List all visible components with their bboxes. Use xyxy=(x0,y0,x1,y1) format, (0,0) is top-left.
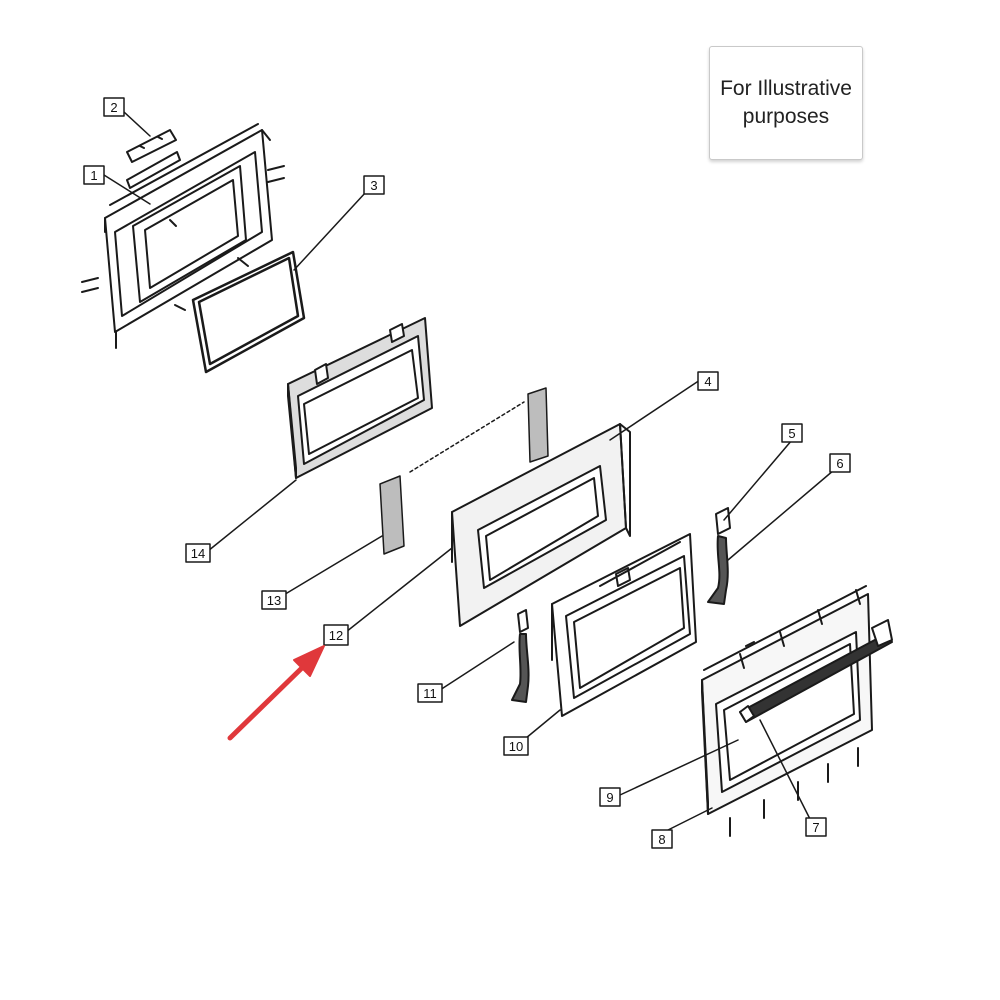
callout-12: 12 xyxy=(323,624,349,646)
callout-9-label: 9 xyxy=(606,790,613,805)
callout-11: 11 xyxy=(417,683,443,703)
callout-4-label: 4 xyxy=(704,374,711,389)
callout-10: 10 xyxy=(503,736,529,756)
part-14-glass-pack xyxy=(287,317,433,479)
callout-13-label: 13 xyxy=(267,593,281,608)
callout-2: 2 xyxy=(103,97,125,117)
callout-4: 4 xyxy=(697,371,719,391)
callout-5-label: 5 xyxy=(788,426,795,441)
part-11-hinge-left xyxy=(511,609,530,703)
callout-3: 3 xyxy=(363,175,385,195)
part-10-frame-assembly xyxy=(551,533,697,717)
part-7-handle xyxy=(739,619,893,723)
callout-8-label: 8 xyxy=(658,832,665,847)
callout-1: 1 xyxy=(83,165,105,185)
callout-6: 6 xyxy=(829,453,851,473)
callout-2-label: 2 xyxy=(110,100,117,115)
leader-lines xyxy=(103,111,835,831)
note-line-1: For Illustrative xyxy=(720,77,852,100)
part-13-glass-strip xyxy=(379,387,549,555)
callout-9: 9 xyxy=(599,787,621,807)
callout-14-label: 14 xyxy=(191,546,205,561)
callout-12-label: 12 xyxy=(329,628,343,643)
callout-14: 14 xyxy=(185,543,211,563)
callout-8: 8 xyxy=(651,829,673,849)
callout-13: 13 xyxy=(261,590,287,610)
callout-11-label: 11 xyxy=(423,686,437,701)
callout-5: 5 xyxy=(781,423,803,443)
illustrative-note-text: For Illustrative purposes xyxy=(720,75,852,131)
note-line-2: purposes xyxy=(742,105,830,128)
callout-7-label: 7 xyxy=(812,820,819,835)
callout-1-label: 1 xyxy=(90,168,97,183)
part-2-bracket xyxy=(126,129,177,163)
part-5-6-hinge-right xyxy=(707,507,731,605)
part-12-door-liner xyxy=(451,423,631,627)
red-arrow-icon xyxy=(227,645,325,741)
callout-7: 7 xyxy=(805,817,827,837)
callout-10-label: 10 xyxy=(509,739,523,754)
callout-6-label: 6 xyxy=(836,456,843,471)
part-1-inner-door-frame xyxy=(81,123,285,349)
door-screws xyxy=(729,747,859,837)
illustrative-note: For Illustrative purposes xyxy=(709,46,863,160)
callout-3-label: 3 xyxy=(370,178,377,193)
part-3-gasket xyxy=(191,250,306,374)
